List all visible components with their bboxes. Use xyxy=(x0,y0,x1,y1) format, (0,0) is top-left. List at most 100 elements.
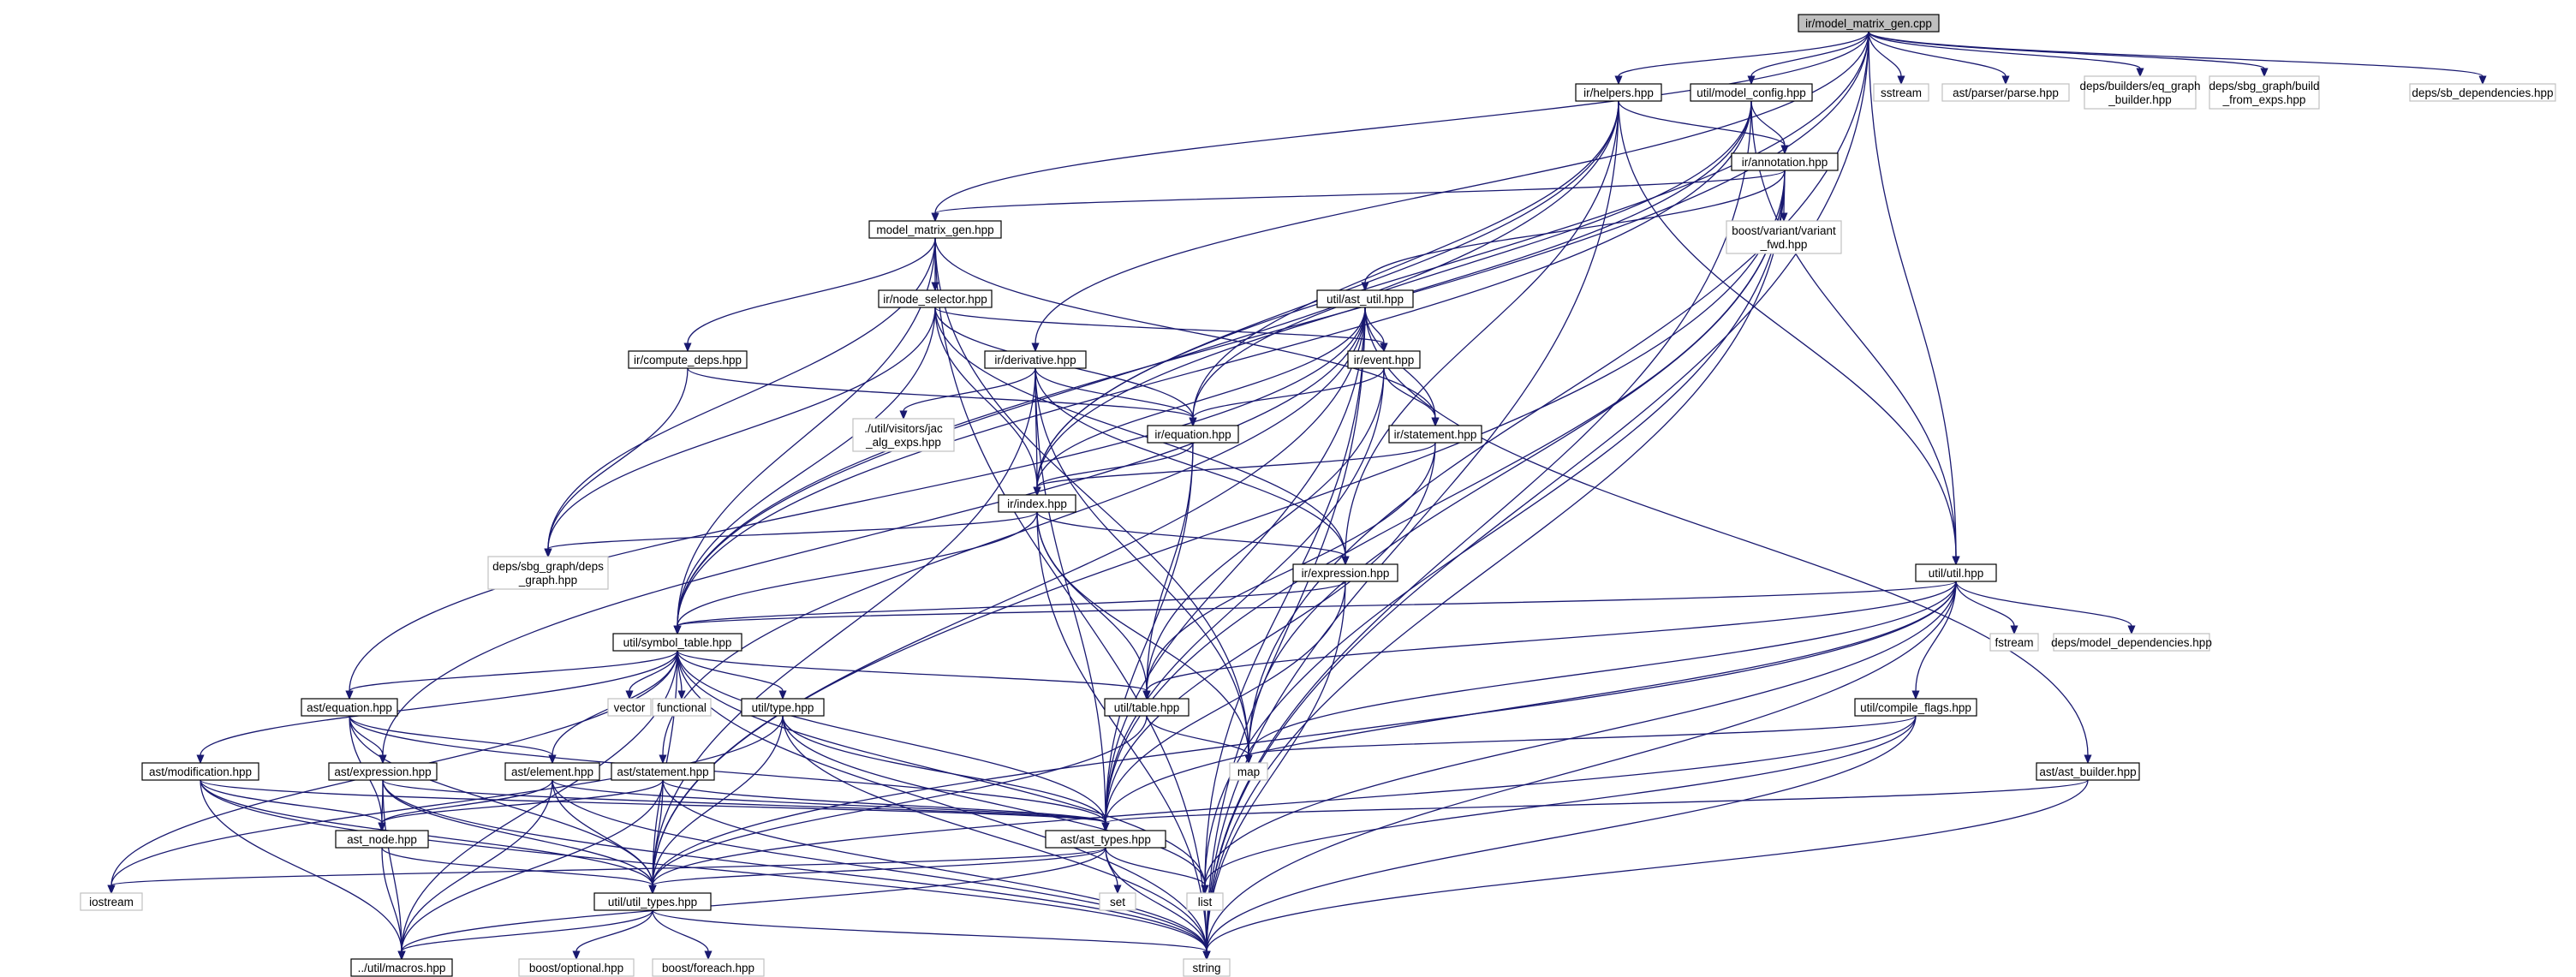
node-box xyxy=(611,762,715,781)
node-helpers[interactable]: ir/helpers.hpp xyxy=(1575,83,1662,102)
node-root[interactable]: ir/model_matrix_gen.cpp xyxy=(1798,14,1940,33)
node-ir_index[interactable]: ir/index.hpp xyxy=(998,494,1076,513)
node-util_type[interactable]: util/type.hpp xyxy=(741,698,825,717)
edge-line xyxy=(1105,170,1786,824)
edge-line xyxy=(677,650,784,692)
node-ast_element[interactable]: ast/element.hpp xyxy=(504,762,600,781)
node-label: ast/statement.hpp xyxy=(617,766,708,778)
edge-arrowhead xyxy=(1113,885,1122,895)
node-box xyxy=(2409,83,2556,102)
node-util_table[interactable]: util/table.hpp xyxy=(1104,698,1190,717)
edge-arrowhead xyxy=(2001,75,2010,86)
node-box xyxy=(328,762,438,781)
node-ast_equation[interactable]: ast/equation.hpp xyxy=(301,698,398,717)
edge-util_util-to-fstream xyxy=(1955,581,2018,635)
edge-arrowhead xyxy=(378,822,386,832)
edge-line xyxy=(349,650,678,692)
node-ast_util[interactable]: util/ast_util.hpp xyxy=(1316,289,1414,308)
edge-line xyxy=(652,715,1148,886)
node-ast_node[interactable]: ast_node.hpp xyxy=(335,830,429,849)
edge-line xyxy=(1036,511,1208,952)
edge-annotation-to-ast_util xyxy=(1361,170,1786,292)
node-box xyxy=(1690,83,1813,102)
edge-line xyxy=(782,715,1206,886)
edge-arrowhead xyxy=(1911,690,1920,700)
edge-line xyxy=(903,367,1036,412)
node-util_types[interactable]: util/util_types.hpp xyxy=(593,892,712,911)
node-box xyxy=(878,289,993,308)
node-ast_expression[interactable]: ast/expression.hpp xyxy=(328,762,438,781)
node-ir_expression[interactable]: ir/expression.hpp xyxy=(1292,563,1398,582)
edge-mmg_hpp-to-map xyxy=(934,237,1253,765)
node-macros[interactable]: ../util/macros.hpp xyxy=(350,958,453,977)
edge-line xyxy=(552,779,653,886)
edge-line xyxy=(1248,31,1869,756)
edge-util_util-to-model_dependencies xyxy=(1955,581,2136,635)
node-util_util[interactable]: util/util.hpp xyxy=(1915,563,1997,582)
edge-annotation-to-ast_types xyxy=(1101,170,1786,832)
edge-line xyxy=(1036,511,1249,756)
node-ast_builder[interactable]: ast/ast_builder.hpp xyxy=(2036,762,2140,781)
node-box xyxy=(652,698,712,717)
node-eq_graph_builder: deps/builders/eq_graph_builder.hpp xyxy=(2079,75,2201,110)
node-ir_equation[interactable]: ir/equation.hpp xyxy=(1147,425,1239,444)
node-compute_deps[interactable]: ir/compute_deps.hpp xyxy=(628,350,748,369)
node-box xyxy=(80,892,143,911)
edge-line xyxy=(349,715,653,886)
node-label: ir/model_matrix_gen.cpp xyxy=(1805,17,1932,30)
edge-model_config-to-util_util xyxy=(1750,100,1960,566)
node-symbol_table[interactable]: util/symbol_table.hpp xyxy=(612,633,742,652)
edge-root-to-helpers xyxy=(1614,31,1869,86)
node-annotation[interactable]: ir/annotation.hpp xyxy=(1731,152,1839,171)
edge-arrowhead xyxy=(673,625,682,635)
node-ast_types[interactable]: ast/ast_types.hpp xyxy=(1045,830,1166,849)
edge-line xyxy=(677,100,1752,627)
edge-arrowhead xyxy=(1033,486,1041,497)
edge-ast_builder-to-ast_types xyxy=(1101,779,2089,832)
edge-arrowhead xyxy=(544,548,552,558)
edge-util_util-to-string xyxy=(1202,581,1957,961)
edge-line xyxy=(552,779,1208,952)
node-derivative[interactable]: ir/derivative.hpp xyxy=(984,350,1087,369)
edge-ast_util-to-list xyxy=(1201,307,1366,895)
edge-line xyxy=(1036,307,1366,488)
edge-line xyxy=(1036,442,1436,488)
node-label: util/ast_util.hpp xyxy=(1327,293,1404,306)
edge-line xyxy=(652,847,1106,886)
node-label: ir/statement.hpp xyxy=(1394,428,1477,441)
edge-ast_modification-to-string xyxy=(200,779,1211,961)
node-ir_statement[interactable]: ir/statement.hpp xyxy=(1388,425,1482,444)
edge-line xyxy=(200,779,402,952)
node-label: util/model_config.hpp xyxy=(1696,86,1806,99)
edge-event-to-ir_equation xyxy=(1189,367,1385,427)
edge-ir_index-to-deps_graph xyxy=(544,511,1038,558)
node-map: map xyxy=(1229,762,1268,781)
node-label: ir/annotation.hpp xyxy=(1742,156,1828,169)
edge-line xyxy=(1868,31,2484,77)
edge-line xyxy=(382,779,653,886)
edge-line xyxy=(687,237,936,344)
node-node_selector[interactable]: ir/node_selector.hpp xyxy=(878,289,993,308)
node-box xyxy=(628,350,748,369)
nodes-layer: ir/model_matrix_gen.cpp ir/helpers.hpp uti… xyxy=(80,14,2556,977)
node-event[interactable]: ir/event.hpp xyxy=(1347,350,1421,369)
node-compile_flags[interactable]: util/compile_flags.hpp xyxy=(1854,698,1977,717)
edge-line xyxy=(677,31,1869,627)
node-ast_statement[interactable]: ast/statement.hpp xyxy=(611,762,715,781)
node-box xyxy=(1731,152,1839,171)
edge-line xyxy=(1955,581,2015,627)
edge-ast_builder-to-string xyxy=(1202,779,2089,961)
edge-ast_statement-to-ast_node xyxy=(378,779,664,832)
node-label: ast/modification.hpp xyxy=(149,766,252,778)
node-box xyxy=(1941,83,2070,102)
node-label: ast/equation.hpp xyxy=(307,701,392,714)
node-ast_modification[interactable]: ast/modification.hpp xyxy=(141,762,259,781)
edge-line xyxy=(547,511,1038,550)
edge-line xyxy=(382,307,1366,756)
edge-line xyxy=(934,31,1869,214)
node-mmg_hpp[interactable]: model_matrix_gen.hpp xyxy=(868,220,1002,239)
node-model_config[interactable]: util/model_config.hpp xyxy=(1690,83,1813,102)
edge-line xyxy=(1192,367,1385,419)
edge-line xyxy=(1204,581,1957,886)
edge-line xyxy=(349,715,1106,824)
